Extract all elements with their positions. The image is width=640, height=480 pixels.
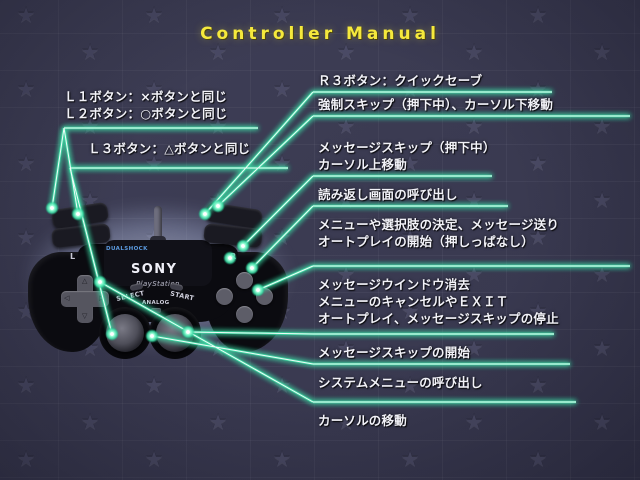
background-star: ★ xyxy=(528,226,548,247)
playstation-controller-image: L R △ ▽ ◁ ▷ DUALSHOCK SONY PlayStation S… xyxy=(18,196,298,359)
label-cancel: メッセージウインドウ消去 メニューのキャンセルやＥＸＩＴ オートプレイ、メッセー… xyxy=(318,277,559,326)
sony-logo: SONY xyxy=(131,262,178,277)
analog-button xyxy=(151,308,161,313)
dpad-down-icon: ▽ xyxy=(82,312,88,320)
background-star: ★ xyxy=(464,337,484,358)
label-cursor-move: カーソルの移動 xyxy=(318,413,407,428)
right-analog-stick xyxy=(156,314,194,352)
background-star: ★ xyxy=(528,152,548,173)
label-r3: Ｒ３ボタン：クイックセーブ xyxy=(318,73,483,88)
background-star: ★ xyxy=(464,41,484,62)
shoulder-right-label: R xyxy=(230,252,237,261)
background-star: ★ xyxy=(144,448,164,469)
label-confirm: メニューや選択肢の決定、メッセージ送り オートプレイの開始（押しっぱなし） xyxy=(318,217,560,249)
background-star: ★ xyxy=(80,41,100,62)
square-button xyxy=(216,288,233,305)
background-star: ★ xyxy=(16,4,36,25)
triangle-button xyxy=(236,272,253,289)
background-star: ★ xyxy=(464,263,484,284)
background-star: ★ xyxy=(400,374,420,395)
label-force-skip: 強制スキップ（押下中）、カーソル下移動 xyxy=(318,97,554,112)
background-star: ★ xyxy=(400,4,420,25)
background-star: ★ xyxy=(592,41,612,62)
circle-button xyxy=(256,288,273,305)
background-star: ★ xyxy=(336,337,356,358)
background-star: ★ xyxy=(528,300,548,321)
background-star: ★ xyxy=(144,4,164,25)
background-star: ★ xyxy=(208,411,228,432)
background-star: ★ xyxy=(400,78,420,99)
label-l3: Ｌ３ボタン：△ボタンと同じ xyxy=(88,141,251,156)
background-star: ★ xyxy=(80,115,100,136)
label-skip-start: メッセージスキップの開始 xyxy=(318,345,471,360)
background-star: ★ xyxy=(592,189,612,210)
background-star: ★ xyxy=(528,448,548,469)
background-star: ★ xyxy=(400,226,420,247)
controller-cable xyxy=(154,206,162,248)
background-star: ★ xyxy=(528,374,548,395)
background-star: ★ xyxy=(272,448,292,469)
background-star: ★ xyxy=(16,374,36,395)
background-star: ★ xyxy=(80,411,100,432)
background-star: ★ xyxy=(336,41,356,62)
controller-body-bridge xyxy=(104,240,212,286)
background-star: ★ xyxy=(592,337,612,358)
background-star: ★ xyxy=(16,448,36,469)
background-star: ★ xyxy=(336,263,356,284)
background-star: ★ xyxy=(144,78,164,99)
label-msg-skip: メッセージスキップ（押下中） カーソル上移動 xyxy=(318,140,496,172)
background-star: ★ xyxy=(400,152,420,173)
background-star: ★ xyxy=(464,115,484,136)
background-star: ★ xyxy=(208,41,228,62)
dpad: △ ▽ ◁ ▷ xyxy=(60,274,110,324)
label-l1-l2: Ｌ１ボタン：×ボタンと同じ Ｌ２ボタン：○ボタンと同じ xyxy=(64,89,228,121)
shoulder-left-label: L xyxy=(70,252,76,261)
background-star: ★ xyxy=(16,78,36,99)
label-backlog: 読み返し画面の呼び出し xyxy=(318,187,458,202)
cross-button xyxy=(236,306,253,323)
dpad-right-icon: ▷ xyxy=(99,294,105,302)
left-analog-stick xyxy=(106,314,144,352)
background-star: ★ xyxy=(592,411,612,432)
dualshock-logo: DUALSHOCK xyxy=(106,246,148,252)
background-star: ★ xyxy=(16,226,36,247)
background-star: ★ xyxy=(272,4,292,25)
background-star: ★ xyxy=(16,152,36,173)
background-star: ★ xyxy=(336,115,356,136)
background-star: ★ xyxy=(528,78,548,99)
background-star: ★ xyxy=(400,448,420,469)
background-star: ★ xyxy=(592,115,612,136)
page-title: Controller Manual xyxy=(200,24,440,44)
background-star: ★ xyxy=(464,411,484,432)
label-system-menu: システムメニューの呼び出し xyxy=(318,375,483,390)
analog-label: ANALOG xyxy=(142,300,170,306)
background-star: ★ xyxy=(400,300,420,321)
background-star: ★ xyxy=(592,263,612,284)
background-star: ★ xyxy=(528,4,548,25)
background-star: ★ xyxy=(336,411,356,432)
dpad-left-icon: ◁ xyxy=(64,294,70,302)
dpad-up-icon: △ xyxy=(82,277,88,285)
